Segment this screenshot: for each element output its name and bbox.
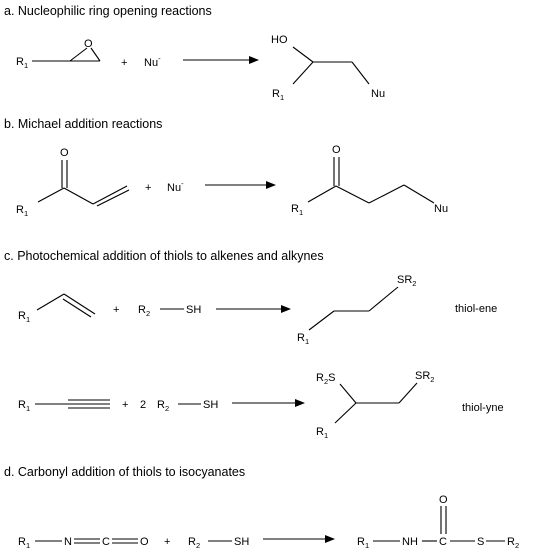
epoxide-bond-oc <box>90 47 101 62</box>
product-bond-1 <box>292 46 314 63</box>
d-thiol-sh: SH <box>234 536 249 548</box>
yne-product-r1-bond <box>334 402 357 424</box>
thiol-yne-label: thiol-yne <box>462 402 504 414</box>
michael-product: O R1 Nu <box>291 144 448 217</box>
reactant-r1-label: R1 <box>16 56 28 70</box>
d-product-oxygen: O <box>439 494 448 506</box>
enone-reactant: O R1 <box>16 147 130 218</box>
iso-r1-label: R1 <box>18 536 30 550</box>
ene-product-r1-bond <box>308 310 335 331</box>
ene-r1-label: R1 <box>18 310 30 324</box>
product-carbonyl-oxygen: O <box>332 144 341 156</box>
yne-thiol-r2: R2 <box>157 399 169 413</box>
d-product-r2: R2 <box>507 536 519 550</box>
yne-product-sr2: SR2 <box>415 370 434 384</box>
ene-thiol-sh: SH <box>186 304 201 316</box>
ene-product-sr2: SR2 <box>397 274 416 288</box>
yne-product-r2s: R2S <box>316 372 335 386</box>
product-r1-label: R1 <box>272 88 284 102</box>
nucleophile: Nu- <box>144 54 161 69</box>
section-a-scheme: R1 O + Nu- HO R1 Nu <box>16 34 385 102</box>
epoxide-bond-co <box>69 47 88 62</box>
ene-product-bond-s <box>368 286 399 312</box>
vinyl-bond-1 <box>92 185 128 205</box>
carbonyl-oxygen: O <box>60 147 69 159</box>
product-bond-nu <box>403 184 435 204</box>
d-thiol-r2: R2 <box>188 536 200 550</box>
yne-coefficient: 2 <box>140 399 146 411</box>
alkene-reactant: R1 <box>18 293 96 324</box>
d-product-sulfur: S <box>477 536 484 548</box>
section-d-title: d. Carbonyl addition of thiols to isocya… <box>4 465 246 479</box>
vinyl-bond-2 <box>96 189 130 207</box>
d-product-carbon: C <box>439 536 447 548</box>
product-bond-1 <box>335 185 370 204</box>
ring-opened-product: HO R1 Nu <box>271 34 385 102</box>
yne-thiol-sh: SH <box>203 399 218 411</box>
product-nu-label: Nu <box>434 203 448 215</box>
section-b-scheme: O R1 + Nu- O R1 Nu <box>16 144 448 218</box>
d-plus-sign: + <box>164 536 170 548</box>
product-r1-label: R1 <box>291 203 303 217</box>
d-product-r1: R1 <box>357 536 369 550</box>
section-c-title: c. Photochemical addition of thiols to a… <box>4 249 324 263</box>
product-bond-nu <box>351 61 370 85</box>
alkene-bond-2 <box>62 298 92 318</box>
yne-r1-label: R1 <box>18 399 30 413</box>
yne-product-r1: R1 <box>316 426 328 440</box>
ene-product-r1: R1 <box>297 332 309 346</box>
iso-oxygen: O <box>140 536 149 548</box>
product-bond-2 <box>368 184 405 204</box>
reactant-r1-label: R1 <box>16 204 28 218</box>
isocyanate-reactant: R1 N C O <box>18 536 149 550</box>
thiol-ene-product: SR2 R1 <box>297 274 416 346</box>
plus-sign: + <box>121 57 127 69</box>
r1-bond <box>36 293 65 311</box>
iso-nitrogen: N <box>64 536 72 548</box>
thiocarbamate-product: R1 NH C O S R2 <box>357 494 519 550</box>
thiol-yne-product: R2S SR2 R1 <box>316 370 434 440</box>
product-nu-label: Nu <box>371 88 385 100</box>
iso-carbon: C <box>102 536 110 548</box>
product-bond-r1 <box>292 61 314 85</box>
plus-sign: + <box>145 182 151 194</box>
section-c-scheme: R1 + R2 SH SR2 R1 thiol-ene R1 + 2 R2 SH… <box>18 274 504 440</box>
alkyne-reactant: R1 <box>18 399 110 413</box>
cc-bond <box>63 187 94 205</box>
section-a-title: a. Nucleophilic ring opening reactions <box>4 4 212 18</box>
d-product-nh: NH <box>402 536 418 548</box>
alkene-bond-1 <box>63 293 96 315</box>
section-b-title: b. Michael addition reactions <box>4 117 163 131</box>
thiol-ene-label: thiol-ene <box>455 303 497 315</box>
product-r1-bond <box>307 185 337 203</box>
nucleophile: Nu- <box>167 179 184 194</box>
ene-thiol-r2: R2 <box>138 304 150 318</box>
epoxide-reactant: R1 O <box>16 38 101 70</box>
hydroxyl-label: HO <box>271 34 288 46</box>
yne-plus-sign: + <box>122 399 128 411</box>
epoxide-oxygen: O <box>84 38 93 50</box>
r1-bond <box>37 187 65 203</box>
ene-plus-sign: + <box>113 304 119 316</box>
yne-product-bond-s2 <box>398 382 418 404</box>
yne-product-bond-s1 <box>339 383 357 404</box>
